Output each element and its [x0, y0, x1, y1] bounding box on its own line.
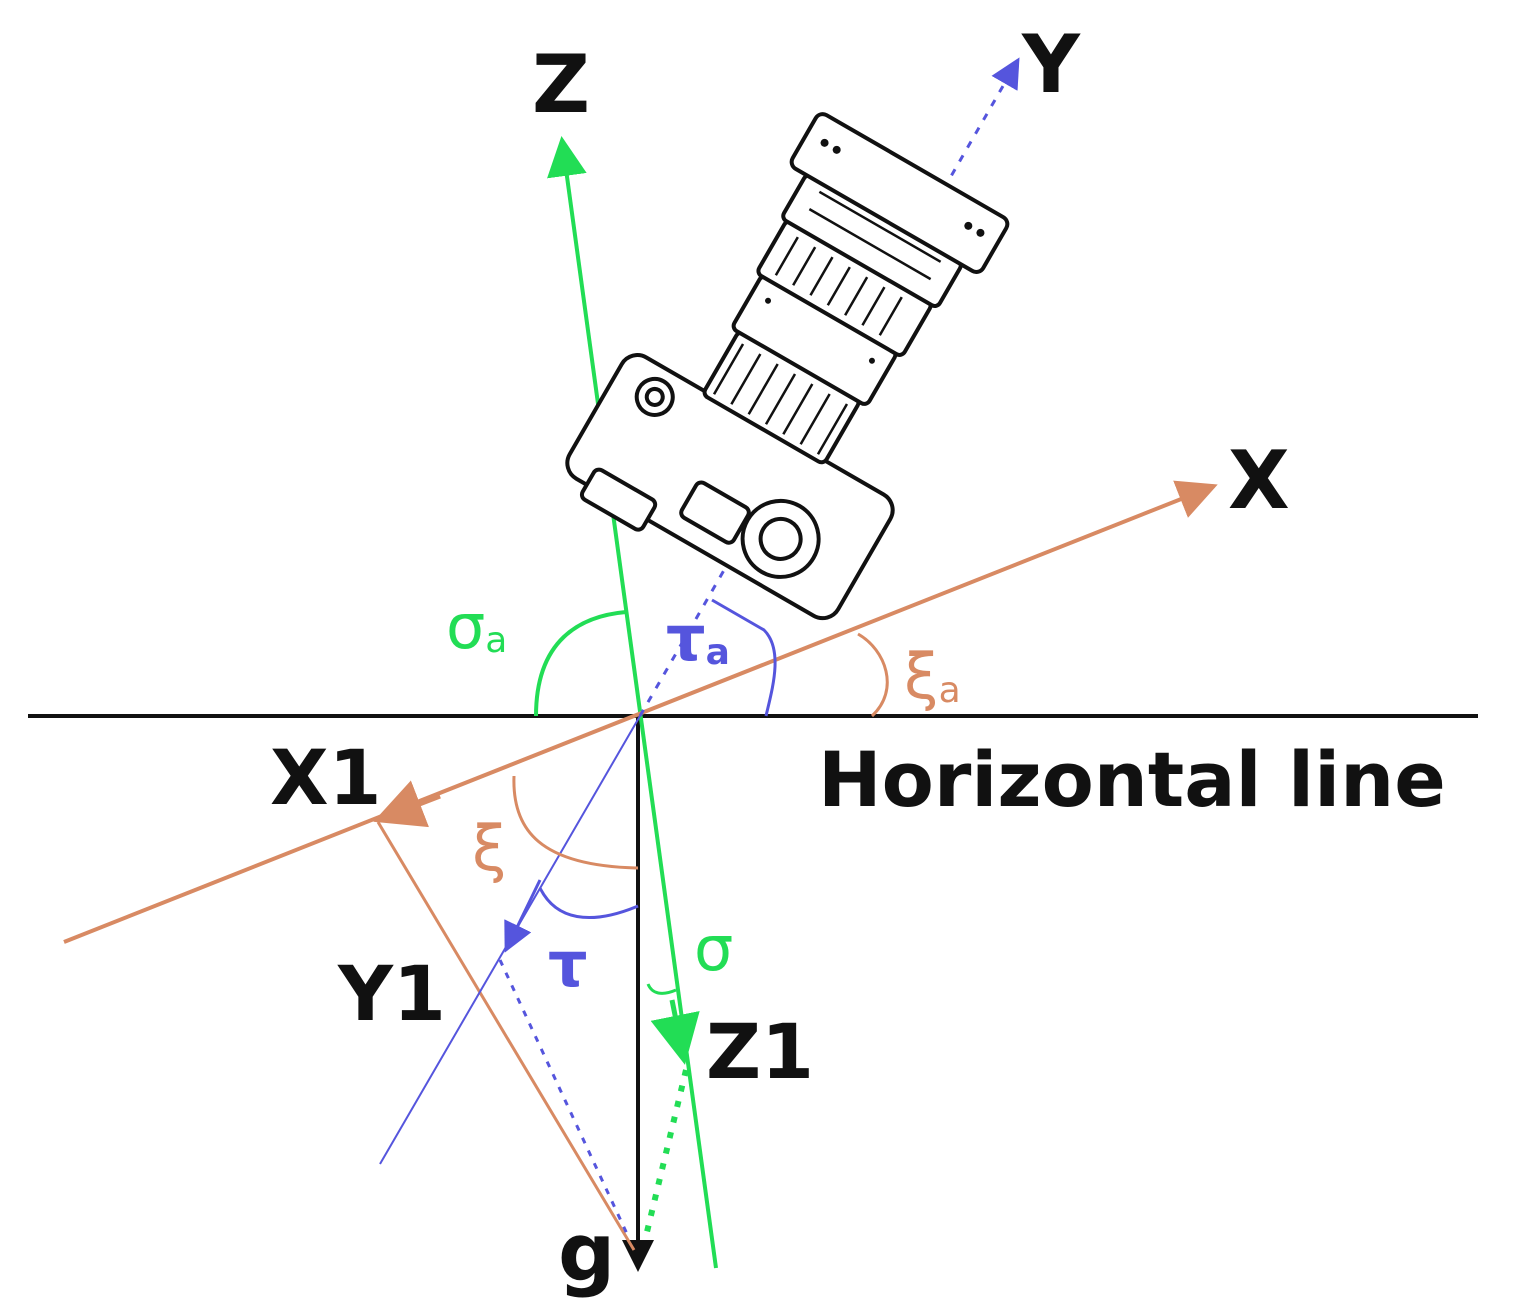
x1-label: X1: [270, 733, 381, 822]
z1-label: Z1: [706, 1007, 814, 1096]
z1-arrow: [650, 999, 700, 1065]
sigma-a-arc: [534, 610, 627, 717]
sigma-arc: [646, 983, 677, 995]
x1-projection: [376, 821, 636, 1251]
y-label: Y: [1021, 18, 1081, 111]
z-axis: [547, 136, 718, 1269]
sigma-label: σ: [694, 912, 733, 985]
y1-projection: [498, 959, 630, 1237]
tau-arc: [538, 887, 639, 919]
x-label: X: [1228, 434, 1290, 527]
tau-label: τ: [548, 928, 588, 1001]
xi-arc: [512, 775, 639, 870]
y-axis: [638, 57, 1020, 717]
x1-arrow: [373, 780, 441, 828]
tau-a-label: τa: [666, 602, 730, 675]
y1-label: Y1: [337, 949, 446, 1038]
xi-a-label: ξa: [904, 640, 961, 713]
x-axis: [63, 480, 1218, 944]
camera-icon: [565, 112, 1010, 621]
z1-projection: [643, 1069, 689, 1237]
xi-a-arc: [857, 632, 889, 718]
sigma-a-label: σa: [446, 590, 507, 663]
g-label: g: [558, 1206, 615, 1299]
tau-a-arc: [711, 598, 777, 717]
xi-label: ξ: [472, 812, 507, 885]
horizontal-line-label: Horizontal line: [818, 735, 1446, 824]
y1-arrow: [504, 879, 542, 953]
z-label: Z: [532, 38, 590, 131]
